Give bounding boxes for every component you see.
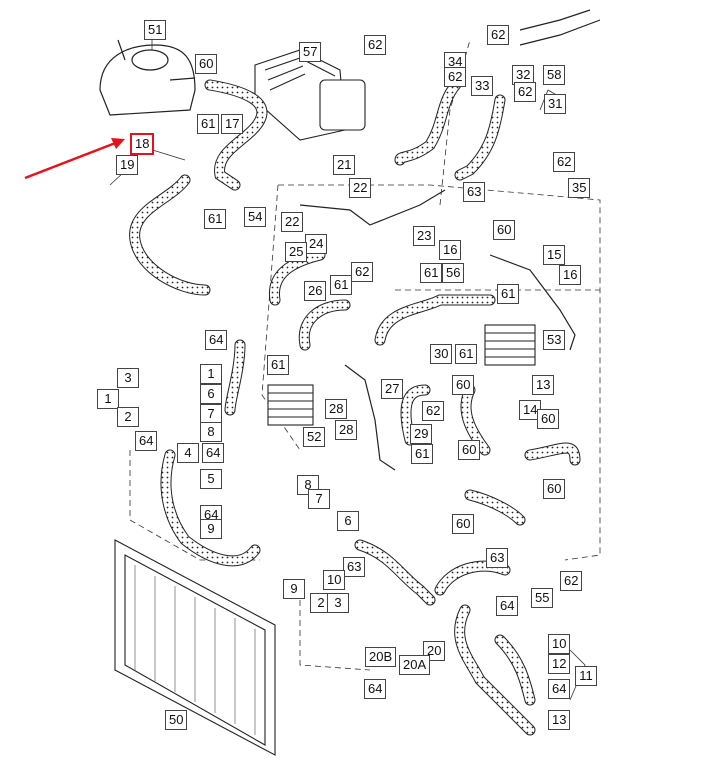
part-label: 61 — [204, 209, 227, 229]
part-label: 53 — [543, 330, 566, 350]
part-label: 16 — [559, 265, 582, 285]
part-label: 51 — [144, 20, 167, 40]
part-label: 22 — [349, 178, 372, 198]
part-label: 25 — [285, 242, 308, 262]
part-label: 29 — [410, 424, 433, 444]
part-label: 1 — [97, 389, 119, 409]
pipes — [299, 9, 601, 471]
part-label: 2 — [117, 407, 139, 427]
part-label: 3 — [327, 593, 349, 613]
part-label: 61 — [411, 444, 434, 464]
part-label: 24 — [305, 234, 328, 254]
part-label: 4 — [177, 443, 199, 463]
part-label: 64 — [205, 330, 228, 350]
hose-texture — [130, 75, 580, 735]
part-label: 60 — [195, 54, 218, 74]
red-arrow-head — [111, 138, 125, 149]
oil-cooler-53 — [484, 324, 536, 366]
part-label: 62 — [364, 35, 387, 55]
part-label: 62 — [560, 571, 583, 591]
part-label: 6 — [200, 384, 222, 404]
part-label: 1 — [200, 364, 222, 384]
part-label: 23 — [413, 226, 436, 246]
radiator-50 — [114, 539, 276, 756]
part-label: 61 — [420, 263, 443, 283]
part-label: 16 — [439, 240, 462, 260]
part-label: 61 — [455, 344, 478, 364]
part-label: 8 — [200, 422, 222, 442]
part-label: 62 — [514, 82, 537, 102]
part-label: 64 — [364, 679, 387, 699]
part-label: 32 — [512, 65, 535, 85]
part-label: 20 — [423, 641, 446, 661]
thermostat-housing-57 — [254, 49, 366, 141]
part-label: 9 — [283, 579, 305, 599]
part-label: 55 — [531, 588, 554, 608]
part-label: 22 — [281, 212, 304, 232]
part-label: 13 — [548, 710, 571, 730]
part-label: 13 — [532, 375, 555, 395]
part-label: 56 — [442, 263, 465, 283]
part-label: 31 — [544, 94, 567, 114]
part-label: 63 — [486, 548, 509, 568]
oil-cooler-52 — [267, 384, 314, 426]
part-label: 3 — [117, 368, 139, 388]
red-arrow — [24, 140, 119, 180]
part-label: 61 — [267, 355, 290, 375]
part-label: 60 — [452, 375, 475, 395]
part-label: 50 — [165, 710, 188, 730]
part-label: 63 — [463, 182, 486, 202]
part-label: 19 — [116, 155, 139, 175]
part-label: 28 — [335, 420, 358, 440]
part-label: 5 — [200, 469, 222, 489]
part-label: 64 — [496, 596, 519, 616]
part-label: 54 — [244, 207, 267, 227]
part-label: 62 — [351, 262, 374, 282]
part-label: 12 — [548, 654, 571, 674]
part-label: 7 — [200, 404, 222, 424]
part-label: 60 — [543, 479, 566, 499]
part-label: 33 — [471, 76, 494, 96]
part-label: 9 — [200, 519, 222, 539]
part-label: 27 — [381, 379, 404, 399]
part-label: 60 — [458, 440, 481, 460]
part-label: 17 — [221, 114, 244, 134]
part-label: 64 — [548, 679, 571, 699]
part-label: 63 — [343, 557, 366, 577]
part-label: 57 — [299, 42, 322, 62]
part-label: 60 — [452, 514, 475, 534]
part-label: 20A — [399, 655, 431, 675]
part-label: 61 — [497, 284, 520, 304]
part-label: 7 — [308, 489, 330, 509]
part-label: 64 — [202, 443, 225, 463]
part-label: 10 — [323, 570, 346, 590]
part-label: 62 — [444, 67, 467, 87]
part-label: 15 — [543, 245, 566, 265]
part-label: 26 — [304, 281, 327, 301]
part-label: 61 — [330, 275, 353, 295]
part-label: 28 — [325, 399, 348, 419]
part-label: 61 — [197, 114, 220, 134]
part-label: 62 — [553, 152, 576, 172]
part-label: 11 — [575, 666, 597, 686]
part-label: 30 — [430, 344, 453, 364]
part-label: 20B — [365, 647, 397, 667]
part-label: 58 — [543, 65, 566, 85]
part-label: 64 — [135, 431, 158, 451]
part-label-highlighted: 18 — [130, 133, 155, 155]
part-label: 35 — [568, 178, 591, 198]
part-label: 21 — [333, 155, 356, 175]
part-label: 62 — [422, 401, 445, 421]
part-label: 60 — [493, 220, 516, 240]
reservoir-51 — [99, 39, 196, 116]
part-label: 52 — [303, 427, 326, 447]
part-label: 6 — [337, 511, 359, 531]
part-label: 10 — [548, 634, 571, 654]
part-label: 62 — [487, 25, 510, 45]
part-label: 60 — [537, 409, 560, 429]
